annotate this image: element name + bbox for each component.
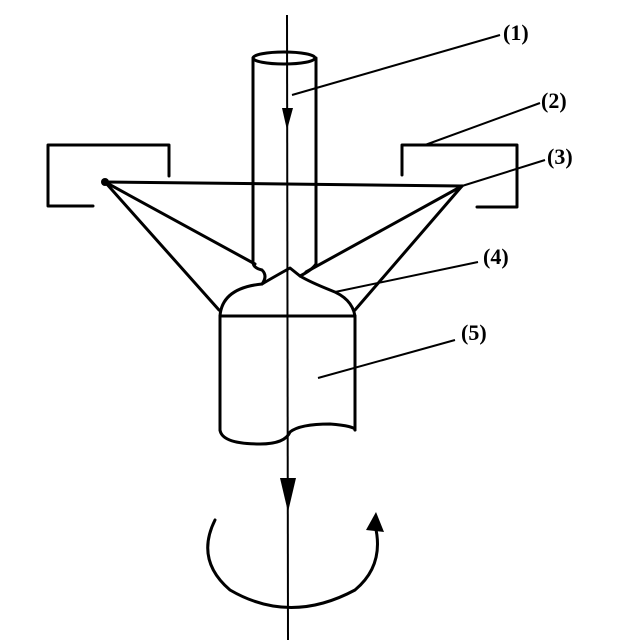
label-5: (5) xyxy=(461,320,487,345)
label-2: (2) xyxy=(541,88,567,113)
label-4: (4) xyxy=(483,244,509,269)
rotation-arrow-icon xyxy=(206,512,384,609)
right-bracket xyxy=(400,143,519,209)
label-1: (1) xyxy=(503,20,529,45)
arrow-down-icon xyxy=(280,478,296,512)
left-bracket xyxy=(46,143,171,208)
arrow-down-icon xyxy=(282,108,293,130)
melt-zone xyxy=(218,266,357,318)
focus-cone xyxy=(101,178,464,312)
label-3: (3) xyxy=(547,144,573,169)
upper-rod xyxy=(251,50,318,286)
